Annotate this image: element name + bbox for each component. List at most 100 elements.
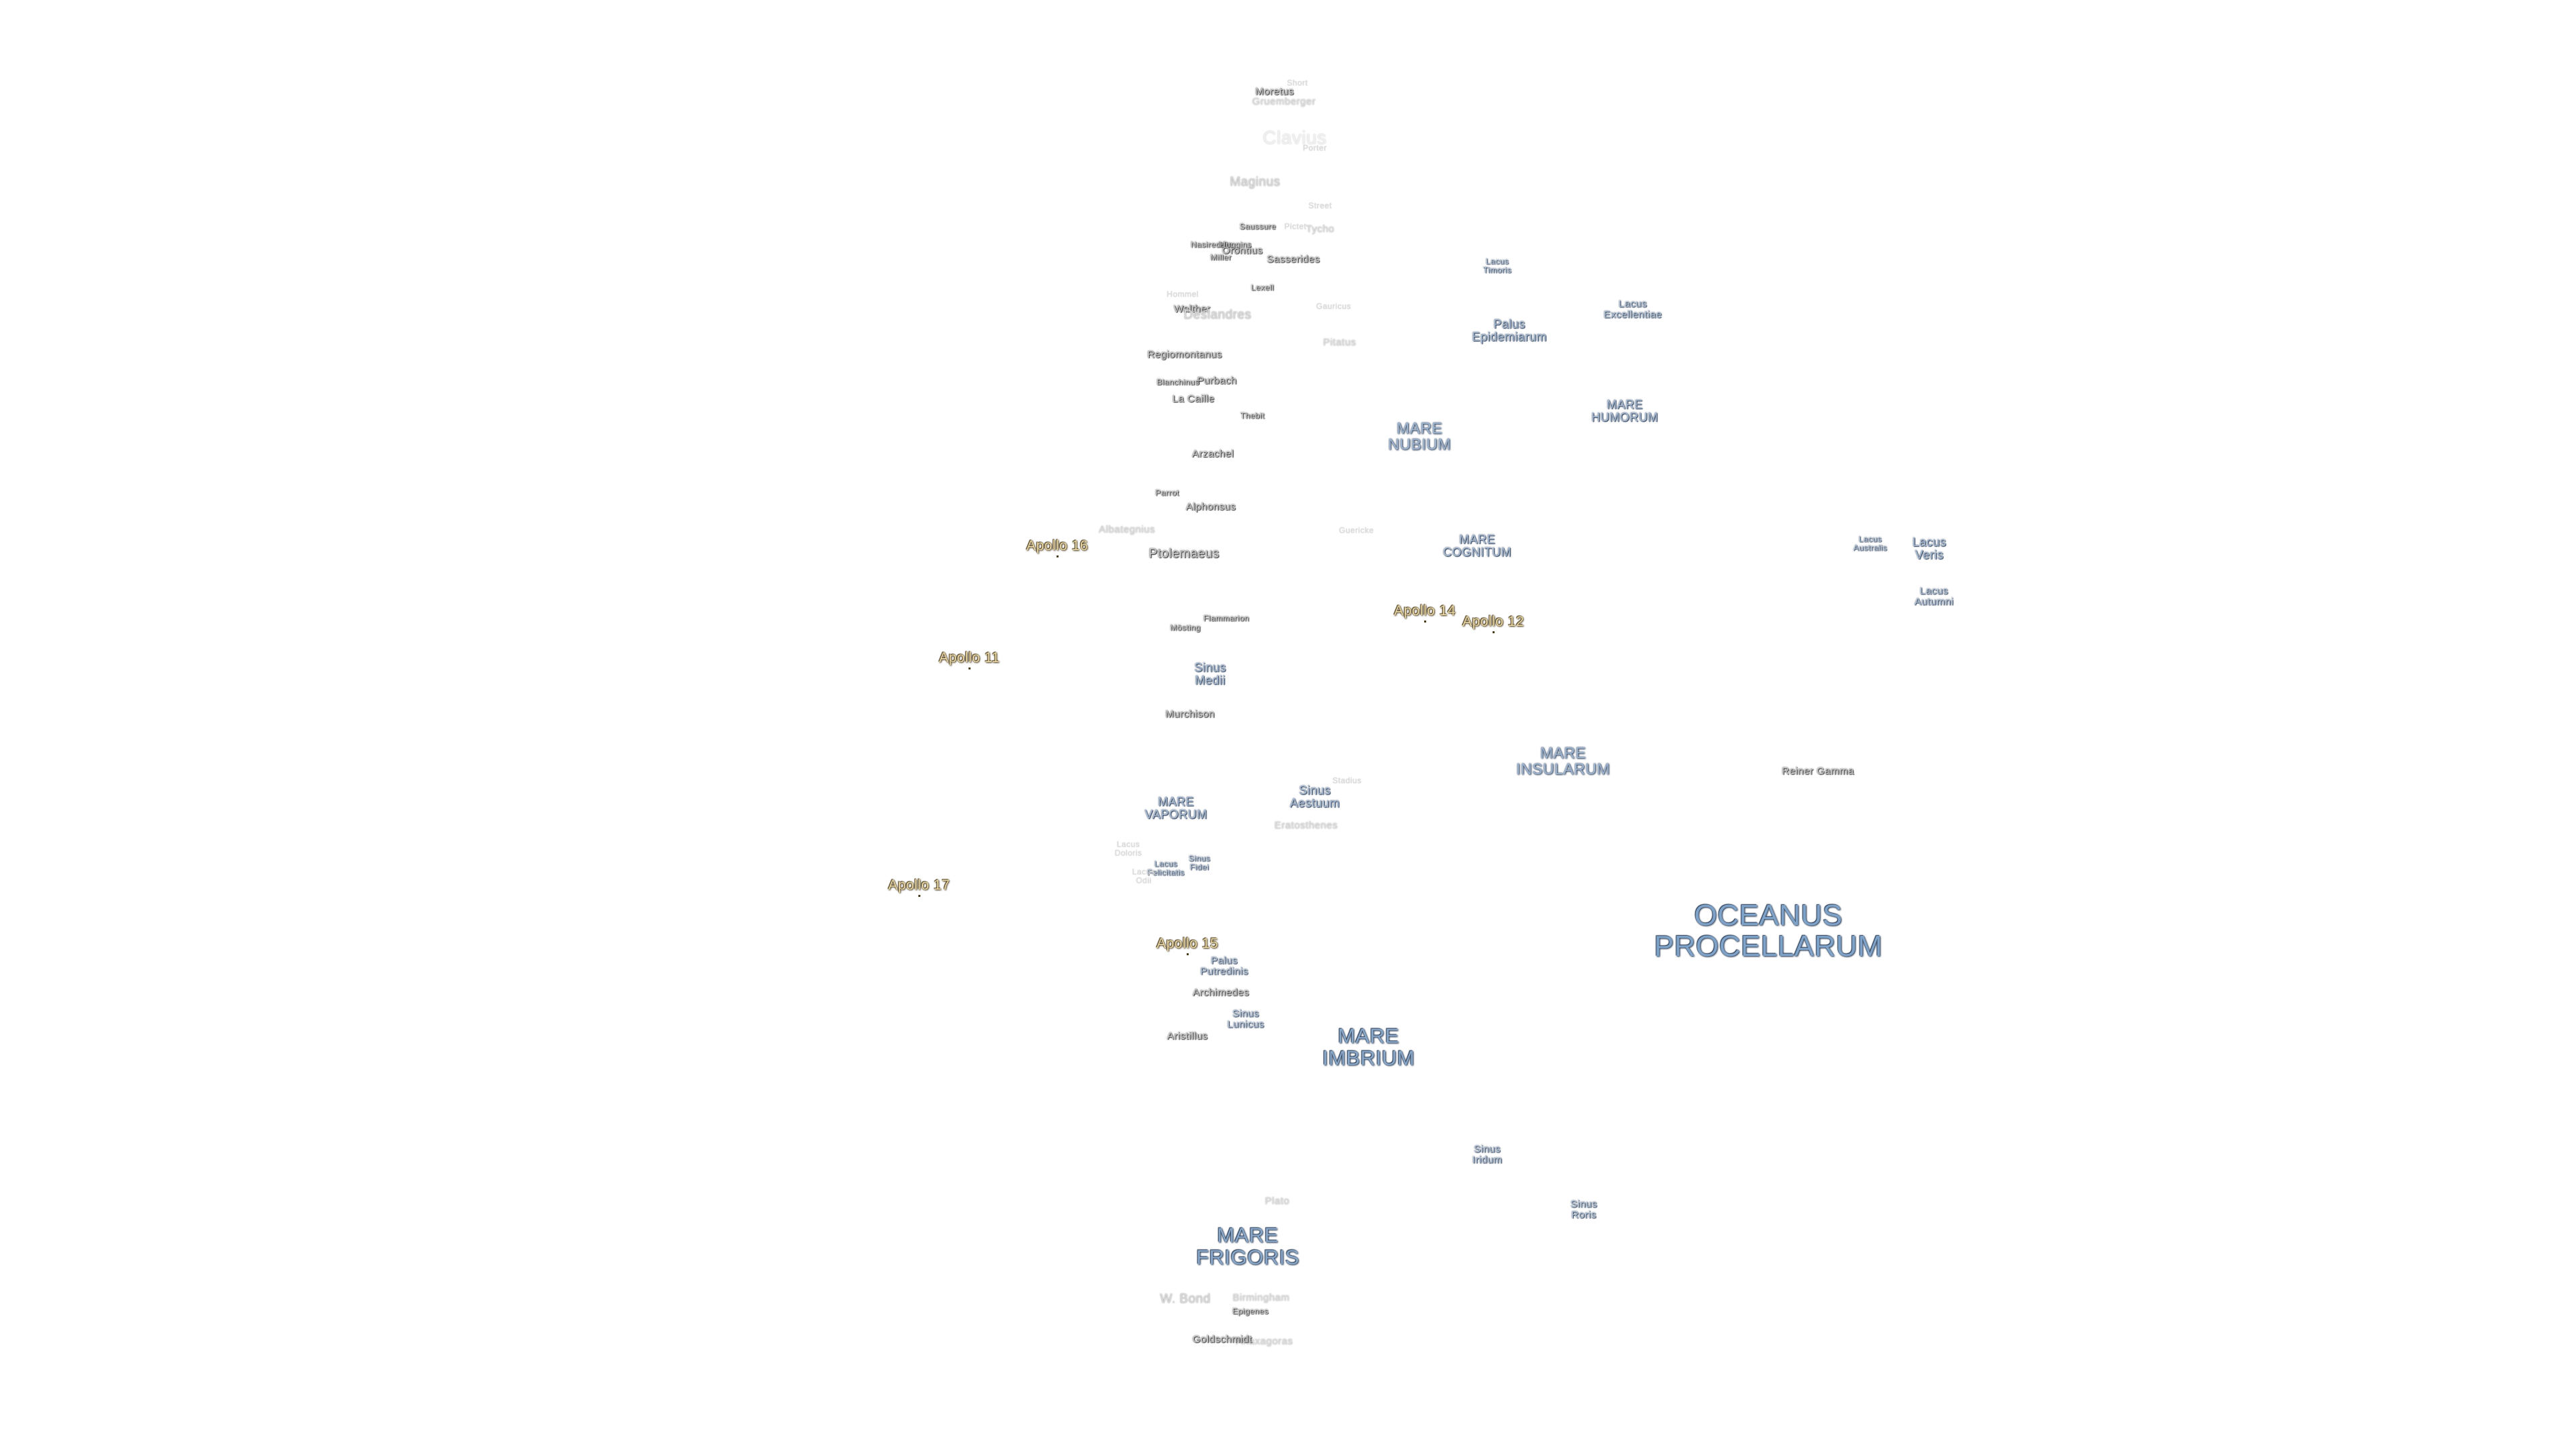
label-crater-gauricus[interactable]: Gauricus	[1316, 301, 1352, 311]
label-line: Palus	[1210, 955, 1238, 967]
apollo-15-marker[interactable]: Apollo 15	[1156, 935, 1219, 956]
label-crater-street[interactable]: Street	[1308, 201, 1332, 211]
label-crater-anaxagoras[interactable]: Anaxagoras	[1236, 1336, 1293, 1348]
label-crater-epigenes[interactable]: Epigenes	[1232, 1306, 1269, 1316]
label-crater-tycho[interactable]: Tycho	[1305, 223, 1335, 235]
label-sinus-roris[interactable]: Sinus Roris	[1570, 1199, 1597, 1220]
apollo-17-marker[interactable]: Apollo 17	[888, 877, 950, 898]
label-crater-huggins[interactable]: Huggins	[1220, 239, 1252, 250]
label-crater-hommel[interactable]: Hommel	[1167, 289, 1199, 299]
label-mare-cognitum[interactable]: MARE COGNITUM	[1443, 533, 1511, 559]
label-crater-birmingham[interactable]: Birmingham	[1232, 1292, 1290, 1304]
label-crater-saussure[interactable]: Saussure	[1239, 221, 1277, 231]
label-sinus-lunicus[interactable]: Sinus Lunicus	[1227, 1008, 1264, 1030]
label-line: Sinus	[1188, 853, 1211, 863]
label-crater-arzachel[interactable]: Arzachel	[1191, 448, 1234, 460]
label-crater-archimedes[interactable]: Archimedes	[1192, 987, 1250, 999]
landing-site-dot	[1186, 953, 1189, 956]
label-line: Palus	[1493, 317, 1525, 331]
label-crater-aristillus[interactable]: Aristillus	[1167, 1030, 1208, 1042]
label-crater-ptolemaeus[interactable]: Ptolemaeus	[1148, 547, 1220, 561]
label-line: MARE	[1217, 1223, 1279, 1247]
label-crater-maginus[interactable]: Maginus	[1230, 175, 1281, 190]
label-line: Lacus	[1485, 256, 1509, 266]
label-mare-frigoris[interactable]: MARE FRIGORIS	[1196, 1224, 1299, 1268]
label-crater-reiner-gamma[interactable]: Reiner Gamma	[1782, 765, 1854, 777]
label-crater-miller[interactable]: Miller	[1210, 252, 1232, 262]
label-crater-blanchinus[interactable]: Blanchinus	[1157, 377, 1199, 387]
label-crater-nasireddin[interactable]: Nasireddin	[1190, 239, 1233, 250]
label-sinus-aestuum[interactable]: Sinus Aestuum	[1290, 784, 1340, 810]
apollo-16-marker[interactable]: Apollo 16	[1026, 537, 1089, 558]
label-lacus-veris[interactable]: Lacus Veris	[1913, 536, 1947, 561]
label-crater-thebit[interactable]: Thebit	[1240, 411, 1265, 421]
label-lacus-odii[interactable]: Lacus Odii	[1132, 867, 1156, 884]
label-crater-lexell[interactable]: Lexell	[1250, 282, 1275, 292]
label-crater-clavius[interactable]: Clavius	[1263, 127, 1327, 148]
landing-site-dot	[1492, 631, 1495, 634]
label-oceanus-procellarum[interactable]: OCEANUS PROCELLARUM	[1654, 900, 1882, 962]
landing-site-dot	[968, 667, 971, 670]
label-mare-imbrium[interactable]: MARE IMBRIUM	[1322, 1025, 1415, 1069]
label-line: Veris	[1915, 548, 1944, 561]
label-crater-eratosthenes[interactable]: Eratosthenes	[1274, 820, 1338, 832]
label-crater-walther[interactable]: Walther	[1173, 303, 1211, 315]
apollo-label: Apollo 16	[1026, 537, 1089, 553]
label-line: Lunicus	[1227, 1018, 1265, 1030]
apollo-14-marker[interactable]: Apollo 14	[1394, 603, 1456, 623]
label-crater-murchison[interactable]: Murchison	[1165, 708, 1215, 720]
label-crater-albategnius[interactable]: Albategnius	[1099, 524, 1155, 536]
label-sinus-fidei[interactable]: Sinus Fidei	[1189, 854, 1211, 871]
label-crater-orontius[interactable]: Orontius	[1222, 245, 1263, 257]
label-line: Felicitatis	[1147, 867, 1185, 877]
label-palus-putredinis[interactable]: Palus Putredinis	[1200, 955, 1248, 977]
apollo-12-marker[interactable]: Apollo 12	[1462, 613, 1525, 634]
apollo-11-marker[interactable]: Apollo 11	[939, 650, 1000, 670]
label-line: Sinus	[1232, 1008, 1260, 1020]
apollo-label: Apollo 12	[1462, 613, 1525, 629]
label-crater-mosting[interactable]: Mösting	[1170, 623, 1201, 633]
label-crater-la-caille[interactable]: La Caille	[1172, 393, 1215, 405]
label-lacus-autumni[interactable]: Lacus Autumni	[1915, 586, 1954, 607]
label-crater-goldschmidt[interactable]: Goldschmidt	[1192, 1334, 1252, 1346]
label-palus-epidemiarum[interactable]: Palus Epidemiarum	[1472, 318, 1547, 343]
apollo-label: Apollo 15	[1156, 935, 1219, 951]
label-lacus-australis[interactable]: Lacus Australis	[1854, 535, 1888, 551]
label-crater-parrot[interactable]: Parrot	[1155, 488, 1179, 498]
label-crater-pitatus[interactable]: Pitatus	[1323, 337, 1356, 349]
label-lacus-felicitatis[interactable]: Lacus Felicitatis	[1147, 859, 1185, 876]
label-lacus-excellentiae[interactable]: Lacus Excellentiae	[1604, 299, 1662, 320]
label-line: MARE	[1540, 743, 1587, 761]
label-line: MARE	[1458, 533, 1495, 547]
label-crater-w-bond[interactable]: W. Bond	[1160, 1292, 1211, 1307]
label-line: Sinus	[1473, 1143, 1501, 1155]
label-line: Sinus	[1299, 784, 1331, 798]
label-crater-pictet[interactable]: Pictet	[1284, 221, 1307, 231]
label-lacus-timoris[interactable]: Lacus Timoris	[1483, 257, 1511, 274]
label-crater-flammarion[interactable]: Flammarion	[1203, 613, 1250, 623]
label-crater-regiomontanus[interactable]: Regiomontanus	[1147, 349, 1222, 361]
label-mare-vaporum[interactable]: MARE VAPORUM	[1144, 796, 1207, 821]
label-line: MARE	[1396, 419, 1443, 437]
label-crater-short[interactable]: Short	[1287, 78, 1308, 88]
label-line: Doloris	[1114, 848, 1142, 857]
label-crater-plato[interactable]: Plato	[1265, 1195, 1290, 1208]
label-mare-insularum[interactable]: MARE INSULARUM	[1516, 745, 1610, 777]
label-mare-humorum[interactable]: MARE HUMORUM	[1591, 398, 1658, 424]
label-sinus-iridum[interactable]: Sinus Iridum	[1472, 1144, 1503, 1165]
label-sinus-medii[interactable]: Sinus Medii	[1194, 661, 1226, 687]
label-crater-purbach[interactable]: Purbach	[1197, 375, 1237, 387]
label-mare-nubium[interactable]: MARE NUBIUM	[1388, 420, 1451, 452]
label-crater-alphonsus[interactable]: Alphonsus	[1185, 501, 1236, 513]
label-crater-sasserides[interactable]: Sasserides	[1267, 254, 1320, 266]
label-line: Lacus	[1132, 867, 1156, 877]
label-crater-deslandres[interactable]: Deslandres	[1183, 308, 1252, 323]
label-line: Putredinis	[1200, 965, 1248, 977]
label-crater-moretus[interactable]: Moretus	[1255, 86, 1294, 98]
label-crater-gruemberger[interactable]: Gruemberger	[1252, 96, 1316, 108]
label-crater-porter[interactable]: Porter	[1303, 143, 1327, 153]
label-lacus-doloris[interactable]: Lacus Doloris	[1115, 840, 1142, 857]
label-line: IMBRIUM	[1322, 1046, 1415, 1069]
label-crater-stadius[interactable]: Stadius	[1332, 775, 1362, 786]
label-crater-guericke[interactable]: Guericke	[1338, 525, 1375, 535]
